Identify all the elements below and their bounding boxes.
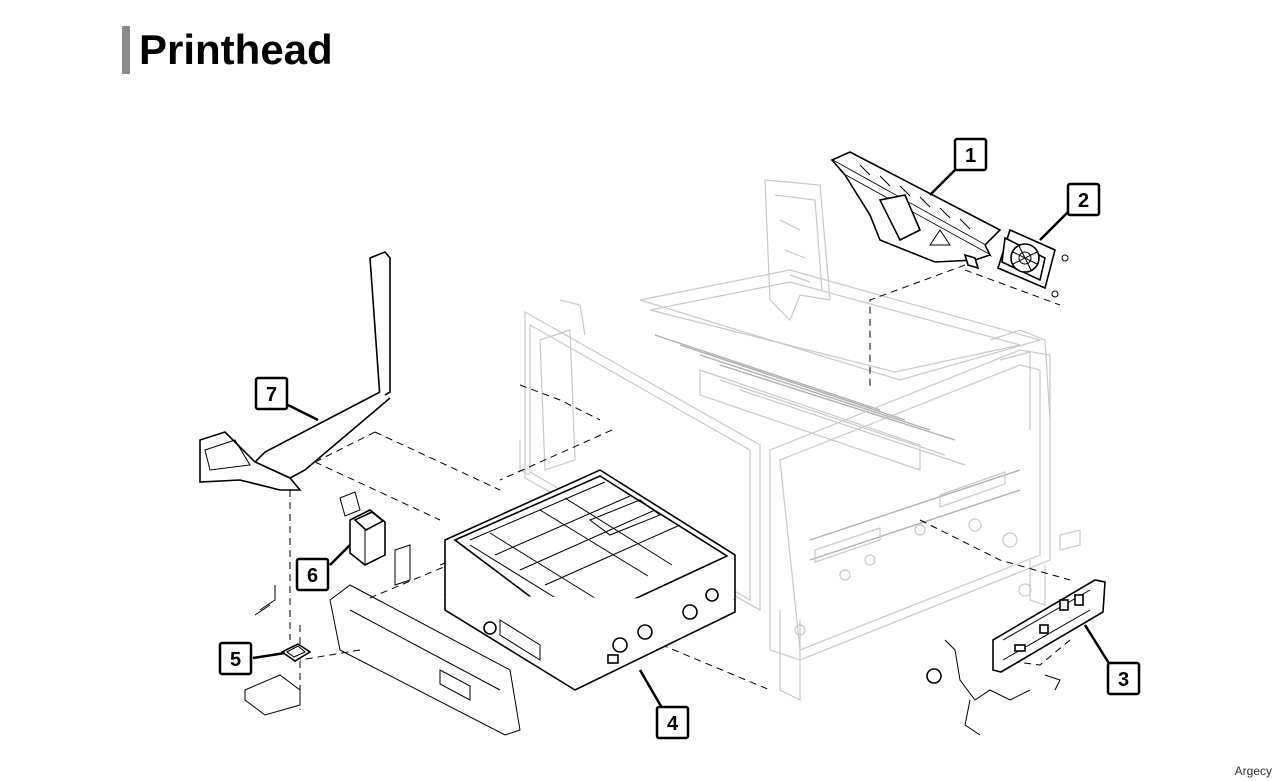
callout-3-label: 3 <box>1118 669 1129 691</box>
part-2-fan <box>997 228 1069 298</box>
part-4-printhead <box>444 469 736 691</box>
callout-2-label: 2 <box>1078 190 1089 212</box>
callout-4: 4 <box>655 705 690 740</box>
part-3-board <box>926 579 1106 736</box>
printer-frame <box>519 179 1081 701</box>
page-title: Printhead <box>139 26 333 73</box>
title-accent-bar <box>122 26 130 74</box>
part-7-cable <box>199 251 391 491</box>
callout-2: 2 <box>1066 182 1101 217</box>
callout-leaders <box>252 169 1112 709</box>
callout-6-label: 6 <box>307 565 318 587</box>
callout-2-box <box>1066 182 1101 217</box>
part-6-connector <box>339 491 411 586</box>
callout-5: 5 <box>218 641 253 676</box>
callout-7: 7 <box>254 376 289 411</box>
part-1-duct-cover <box>830 151 1002 270</box>
part-5-sensor <box>244 585 312 716</box>
watermark: Argecy <box>1234 764 1272 778</box>
callout-4-box <box>655 705 690 740</box>
callout-6-box <box>295 557 330 592</box>
callout-3: 3 <box>1106 661 1141 696</box>
callout-1-label: 1 <box>965 145 976 167</box>
callout-5-label: 5 <box>230 649 241 671</box>
callout-3-box <box>1106 661 1141 696</box>
assembly-lines <box>289 264 1071 710</box>
callout-6: 6 <box>295 557 330 592</box>
callout-1: 1 <box>953 137 988 172</box>
callout-5-box <box>218 641 253 676</box>
callout-7-label: 7 <box>266 384 277 406</box>
side-cover-plate <box>329 584 521 736</box>
callout-1-box <box>953 137 988 172</box>
callout-4-label: 4 <box>667 713 679 735</box>
callout-7-box <box>254 376 289 411</box>
